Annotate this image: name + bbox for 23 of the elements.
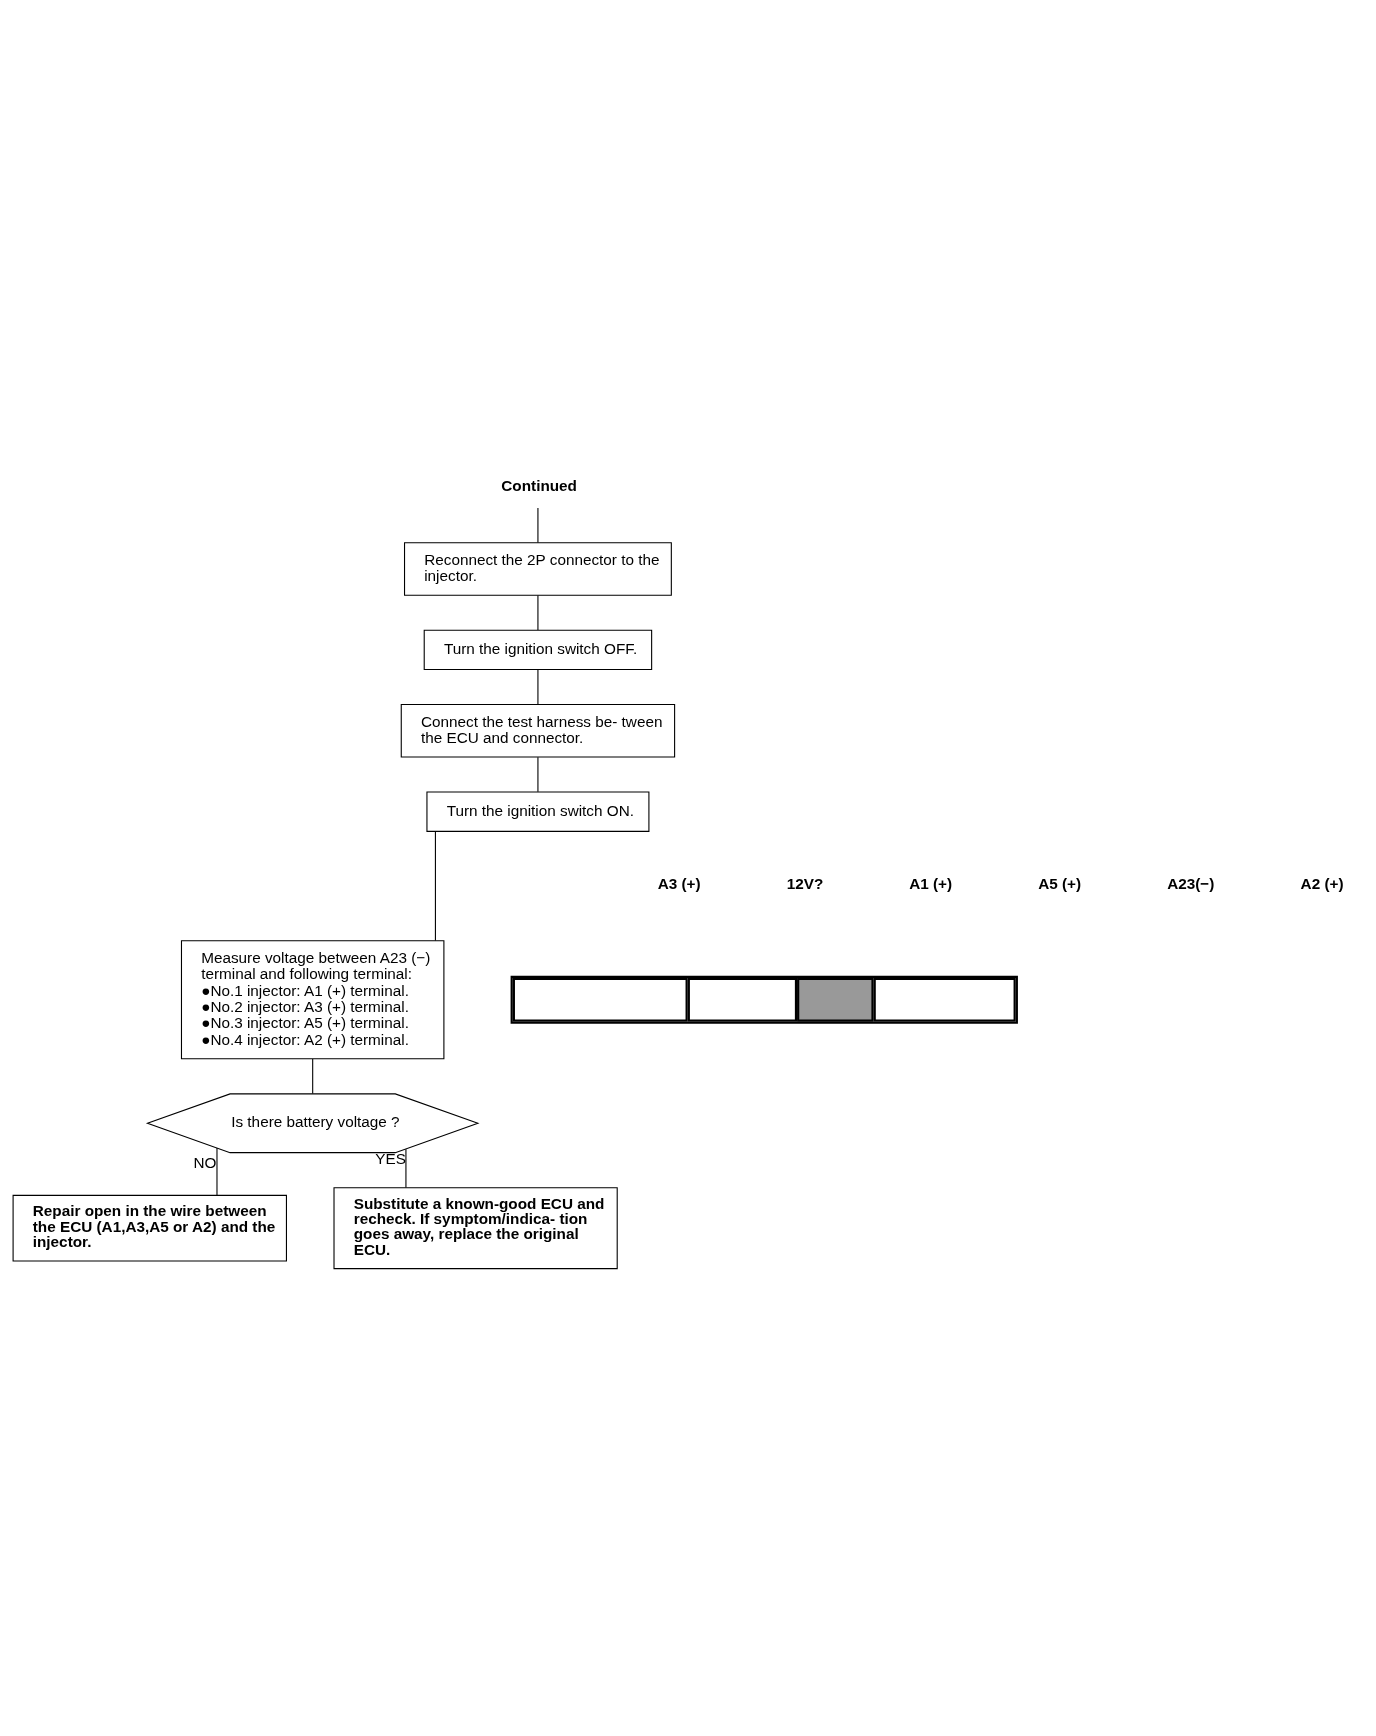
- node-box: Connect the test harness be- tween the ECU and connector.: [400, 703, 676, 758]
- label: A2 (+): [1300, 874, 1344, 892]
- edge-label: NO: [193, 1152, 217, 1170]
- connector: [537, 668, 539, 705]
- label: A1 (+): [909, 874, 953, 892]
- connector: [405, 1148, 407, 1188]
- node-box: Turn the ignition switch ON.: [426, 790, 650, 832]
- node-box: Turn the ignition switch OFF.: [423, 629, 653, 670]
- node-box: Substitute a known-good ECU and recheck. If symptom/indica- tion goes away, replace the original ECU.: [333, 1186, 618, 1269]
- connector: [537, 756, 539, 792]
- label: 12V?: [786, 874, 824, 892]
- connector: [216, 1147, 218, 1196]
- connector: [312, 1057, 314, 1094]
- label: A23(−): [1167, 874, 1215, 892]
- node-text: Continued: [501, 476, 577, 494]
- node-box: Repair open in the wire between the ECU (A1,A3,A5 or A2) and the injector.: [12, 1194, 287, 1261]
- node-box: Measure voltage between A23 (−) terminal and following terminal: ●No.1 injector: A1 (+) terminal. ●No.2 injector: A3 (+) terminal. ●No.3 injector: A5 (+) terminal. ●No.4 injector: A2 (+) terminal.: [180, 939, 445, 1059]
- connector: [537, 594, 539, 631]
- connector: [434, 830, 436, 941]
- node-box: Reconnect the 2P connector to the injector.: [404, 541, 672, 596]
- label: A3 (+): [657, 874, 701, 892]
- connector: [537, 507, 539, 543]
- label: A5 (+): [1038, 874, 1082, 892]
